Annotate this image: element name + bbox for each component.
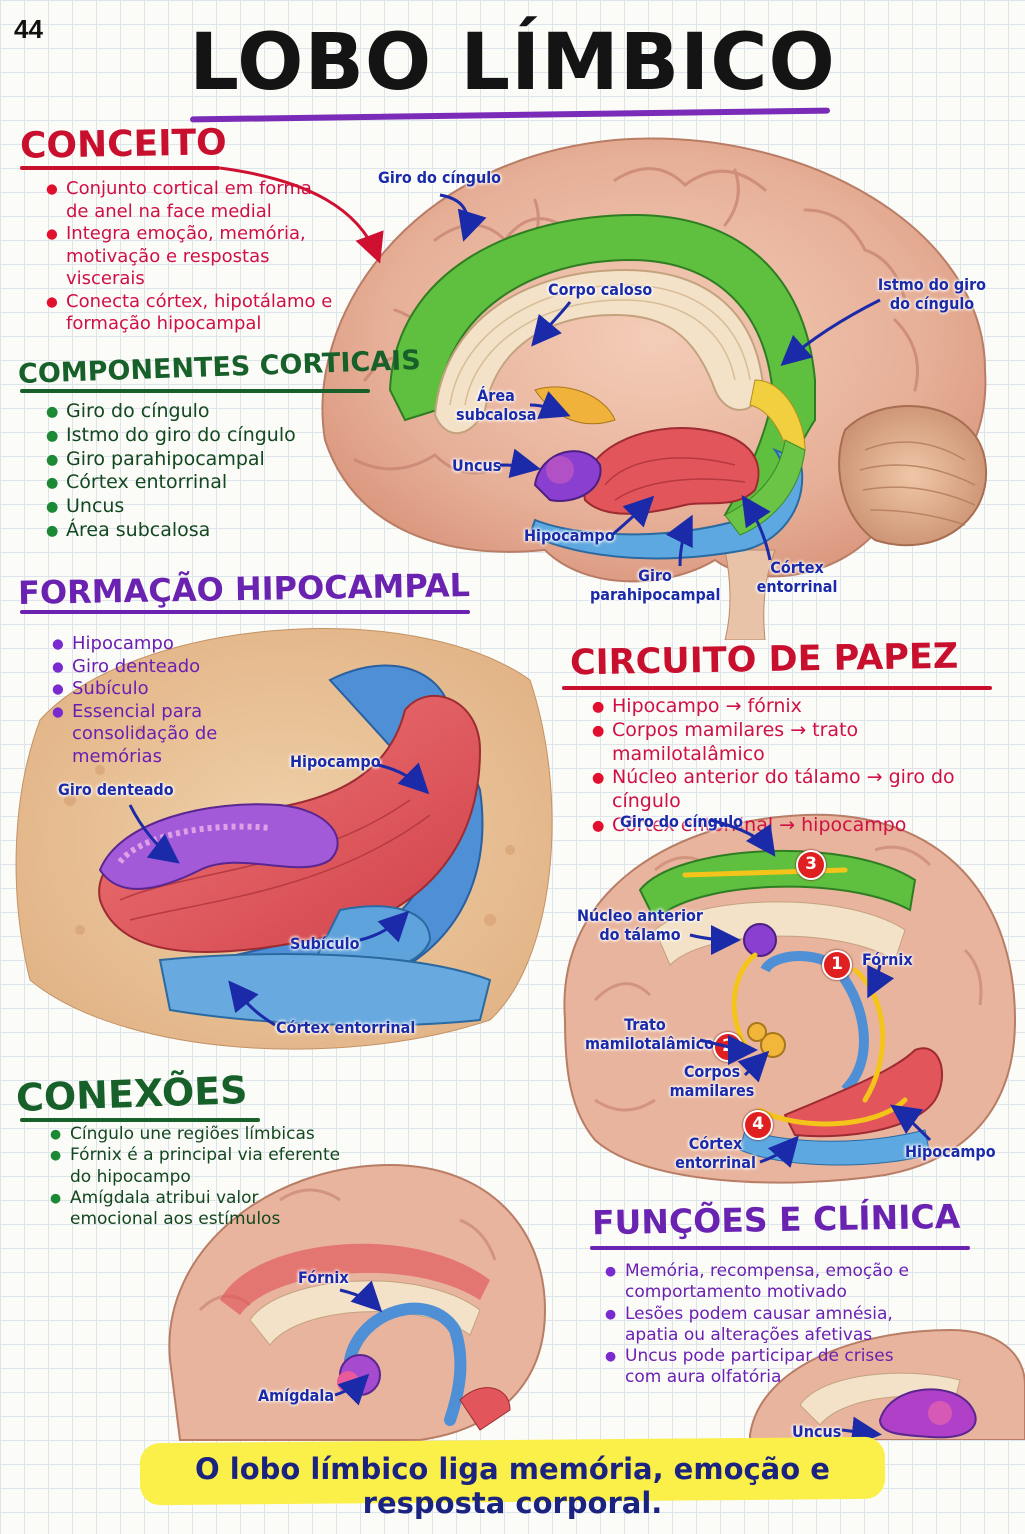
conexoes-underline bbox=[20, 1118, 260, 1122]
conceito-item: Integra emoção, memória, motivação e res… bbox=[44, 223, 334, 291]
conexoes-title: CONEXÕES bbox=[15, 1067, 249, 1121]
hippocampal-formation-illustration bbox=[15, 628, 553, 1050]
label-giro-cingulo: Giro do cíngulo bbox=[378, 168, 502, 187]
funcoes-underline bbox=[590, 1246, 970, 1250]
label-papez-nucleo-anterior: Núcleo anterior do tálamo bbox=[576, 906, 704, 944]
papez-underline bbox=[562, 686, 992, 690]
label-funcoes-uncus: Uncus bbox=[792, 1422, 842, 1441]
label-hipocampo: Hipocampo bbox=[524, 526, 615, 545]
formacao-item: Giro denteado bbox=[50, 656, 310, 679]
papez-item: Hipocampo → fórnix bbox=[590, 695, 1010, 719]
page-title: LOBO LÍMBICO bbox=[189, 18, 836, 108]
conceito-title: CONCEITO bbox=[19, 122, 228, 167]
conexoes-item: Amígdala atribui valor emocional aos est… bbox=[48, 1188, 348, 1231]
label-subiculo: Subículo bbox=[290, 934, 360, 953]
label-uncus: Uncus bbox=[452, 456, 502, 475]
label-papez-fornix: Fórnix bbox=[862, 950, 913, 969]
label-formacao-cortex-entorrinal: Córtex entorrinal bbox=[276, 1018, 416, 1037]
label-papez-trato: Trato mamilotalâmico bbox=[585, 1015, 715, 1053]
label-giro-denteado: Giro denteado bbox=[58, 780, 174, 799]
conceito-underline bbox=[20, 166, 220, 170]
componentes-item: Istmo do giro do cíngulo bbox=[44, 424, 304, 448]
label-conexoes-amigdala: Amígdala bbox=[258, 1386, 335, 1405]
papez-step-badge: 2 bbox=[713, 1032, 743, 1062]
conexoes-item: Fórnix é a principal via eferente do hip… bbox=[48, 1145, 348, 1188]
main-brain-illustration bbox=[321, 137, 988, 640]
funcoes-item: Memória, recompensa, emoção e comportame… bbox=[603, 1261, 913, 1304]
conceito-item: Conjunto cortical em forma de anel na fa… bbox=[44, 178, 334, 223]
papez-list: Hipocampo → fórnix Corpos mamilares → tr… bbox=[590, 695, 1010, 838]
label-formacao-hipocampo: Hipocampo bbox=[290, 752, 381, 771]
papez-circuit-illustration bbox=[563, 813, 1017, 1184]
label-papez-corpos-mamilares: Corpos mamilares bbox=[669, 1062, 755, 1100]
funcoes-item: Lesões podem causar amnésia, apatia ou a… bbox=[603, 1304, 913, 1347]
componentes-item: Uncus bbox=[44, 495, 304, 519]
componentes-underline bbox=[20, 389, 370, 393]
formacao-item: Essencial para consolidação de memórias bbox=[50, 701, 310, 769]
papez-step-badge: 1 bbox=[822, 950, 852, 980]
componentes-item: Córtex entorrinal bbox=[44, 471, 304, 495]
page-number: 44 bbox=[14, 14, 43, 44]
label-giro-parahipocampal: Giro parahipocampal bbox=[590, 566, 721, 604]
label-papez-giro-cingulo: Giro do cíngulo bbox=[620, 812, 744, 831]
label-istmo: Istmo do giro do cíngulo bbox=[877, 275, 987, 313]
formacao-underline bbox=[20, 610, 470, 614]
conceito-item: Conecta córtex, hipotálamo e formação hi… bbox=[44, 291, 334, 336]
label-conexoes-fornix: Fórnix bbox=[298, 1268, 349, 1287]
label-papez-hipocampo: Hipocampo bbox=[905, 1142, 996, 1161]
componentes-item: Giro parahipocampal bbox=[44, 448, 304, 472]
funcoes-item: Uncus pode participar de crises com aura… bbox=[603, 1346, 913, 1389]
funcoes-title: FUNÇÕES E CLÍNICA bbox=[591, 1196, 961, 1243]
formacao-item: Hipocampo bbox=[50, 633, 310, 656]
conceito-list: Conjunto cortical em forma de anel na fa… bbox=[44, 178, 334, 336]
componentes-item: Giro do cíngulo bbox=[44, 400, 304, 424]
componentes-list: Giro do cíngulo Istmo do giro do cíngulo… bbox=[44, 400, 304, 543]
conexoes-item: Cíngulo une regiões límbicas bbox=[48, 1124, 348, 1146]
label-cortex-entorrinal: Córtex entorrinal bbox=[756, 558, 838, 596]
formacao-title: FORMAÇÃO HIPOCAMPAL bbox=[17, 566, 471, 612]
papez-step-badge: 3 bbox=[796, 850, 826, 880]
papez-title: CIRCUITO DE PAPEZ bbox=[569, 636, 959, 684]
summary-text: O lobo límbico liga memória, emoção e re… bbox=[195, 1452, 830, 1520]
funcoes-list: Memória, recompensa, emoção e comportame… bbox=[603, 1261, 913, 1389]
papez-step-badge: 4 bbox=[743, 1110, 773, 1140]
formacao-item: Subículo bbox=[50, 678, 310, 701]
papez-item: Corpos mamilares → trato mamilotalâmico bbox=[590, 719, 1010, 767]
label-corpo-caloso: Corpo caloso bbox=[548, 280, 653, 299]
papez-item: Núcleo anterior do tálamo → giro do cíng… bbox=[590, 766, 1010, 814]
label-area-subcalosa: Área subcalosa bbox=[456, 386, 537, 424]
formacao-list: Hipocampo Giro denteado Subículo Essenci… bbox=[50, 633, 310, 768]
label-papez-cortex-entorrinal: Córtex entorrinal bbox=[675, 1134, 756, 1172]
componentes-item: Área subcalosa bbox=[44, 519, 304, 543]
conexoes-list: Cíngulo une regiões límbicas Fórnix é a … bbox=[48, 1124, 348, 1230]
